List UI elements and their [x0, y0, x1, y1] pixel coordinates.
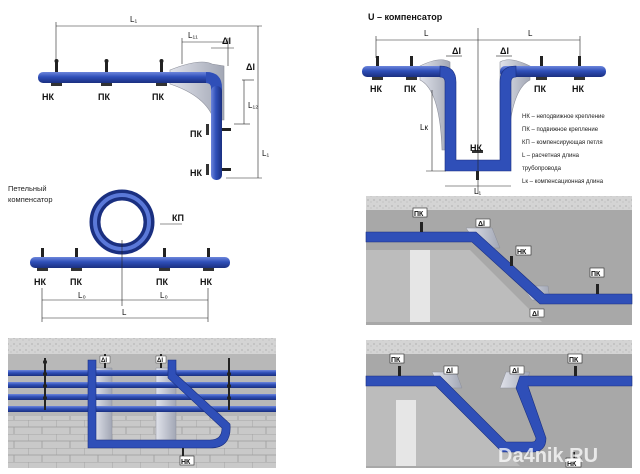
label-nk: НК — [42, 92, 54, 102]
dim-l: L — [122, 308, 127, 317]
l-compensator-diagram: НК ПК ПК ПК НК L₁ L₁₁ Δl Δl L₁₂ L₁ — [38, 15, 269, 180]
pipe-bundle-scene: Δl Δl НК — [8, 338, 276, 468]
dim-l: L — [528, 29, 533, 38]
sloped-pipe-scene-2: ПК ПК Δl Δl НК — [365, 340, 633, 468]
loop-compensator-diagram: Петельный компенсатор КП НК ПК ПК НК L₀ … — [8, 184, 230, 322]
label-nk: НК — [572, 84, 584, 94]
sloped-pipe-scene-1: ПК НК ПК Δl Δl — [365, 196, 633, 325]
legend-item: L – расчетная длина — [522, 153, 580, 159]
label-nk: НК — [567, 461, 577, 468]
dim-l1-vertical: L₁ — [262, 149, 269, 158]
loop-caption-line-2: компенсатор — [8, 195, 53, 204]
sloped-u-pipe — [365, 375, 633, 453]
label-nk: НК — [517, 249, 527, 256]
legend-item: КП – компенсирующая петля — [522, 140, 603, 146]
legend-item: трубопровода — [522, 166, 562, 172]
dim-lx2: L₁₂ — [248, 101, 258, 110]
label-pk: ПК — [569, 357, 579, 364]
dim-delta-l: Δl — [446, 368, 453, 375]
u-left-pipe — [362, 66, 446, 77]
label-nk: НК — [470, 143, 482, 153]
bundle-u-pipe — [87, 359, 231, 449]
label-pk: ПК — [156, 277, 168, 287]
dim-delta-l: Δl — [246, 62, 255, 72]
loop-caption-line-1: Петельный — [8, 184, 47, 193]
label-pk: ПК — [152, 92, 164, 102]
label-nk: НК — [200, 277, 212, 287]
legend-item: НК – неподвижное крепление — [522, 114, 605, 120]
u-dimension-lines — [375, 28, 581, 194]
label-pk: ПК — [404, 84, 416, 94]
u-compensator-diagram: U – компенсатор НК ПК ПК НК НК — [362, 12, 606, 196]
u-title: U – компенсатор — [368, 12, 443, 22]
loop-horizontal-pipe — [30, 257, 230, 268]
label-pk: ПК — [414, 211, 424, 218]
horizontal-pipe — [38, 72, 214, 83]
dim-lx1: L₁₁ — [188, 31, 198, 40]
dim-lk: Lк — [420, 123, 428, 132]
support-nk-1 — [51, 59, 62, 86]
label-pk: ПК — [391, 357, 401, 364]
dim-lc: L₀ — [160, 291, 168, 300]
ceiling-slab — [366, 196, 632, 210]
legend: НК – неподвижное крепление ПК – подвижно… — [522, 114, 605, 185]
loop-supports — [37, 248, 214, 271]
loop-dimension-lines — [41, 240, 209, 322]
dim-delta-l: Δl — [452, 46, 461, 56]
wall-opening — [396, 400, 416, 466]
label-nk: НК — [190, 168, 202, 178]
label-pk: ПК — [534, 84, 546, 94]
dim-delta-l: Δl — [532, 311, 539, 318]
support-pk-3 — [206, 124, 231, 135]
dim-delta-l: Δl — [478, 221, 485, 228]
u-loop-pipe — [439, 65, 517, 172]
label-pk: ПК — [190, 129, 202, 139]
support-nk-2 — [206, 164, 231, 175]
label-pk: ПК — [70, 277, 82, 287]
watermark: Da4nik.RU — [498, 445, 598, 467]
label-nk: НК — [34, 277, 46, 287]
support-pk-1 — [101, 59, 112, 86]
dim-l1: L₁ — [474, 187, 481, 196]
ceiling-slab — [8, 338, 276, 354]
dim-delta-l: Δl — [157, 358, 163, 364]
label-pk: ПК — [98, 92, 110, 102]
label-kp: КП — [172, 213, 184, 223]
label-nk: НК — [370, 84, 382, 94]
label-nk: НК — [181, 459, 191, 466]
dim-delta-l: Δl — [222, 36, 231, 46]
dim-delta-l: Δl — [500, 46, 509, 56]
support-pk-2 — [156, 59, 167, 86]
sloped-pipe — [365, 231, 633, 305]
ceiling-slab — [366, 340, 632, 354]
u-supports — [372, 56, 585, 180]
wall-opening — [410, 250, 430, 322]
legend-item: Lк – компенсационная длина — [522, 179, 604, 185]
vertical-pipe — [211, 86, 222, 180]
dim-l: L — [424, 29, 429, 38]
dim-lc: L₀ — [78, 291, 86, 300]
legend-item: ПК – подвижное крепление — [522, 127, 599, 133]
u-right-pipe — [500, 66, 606, 77]
dimension-lines — [55, 22, 262, 179]
label-pk: ПК — [591, 271, 601, 278]
dim-delta-l: Δl — [512, 368, 519, 375]
dim-l1: L₁ — [130, 15, 137, 24]
dim-delta-l: Δl — [101, 358, 107, 364]
